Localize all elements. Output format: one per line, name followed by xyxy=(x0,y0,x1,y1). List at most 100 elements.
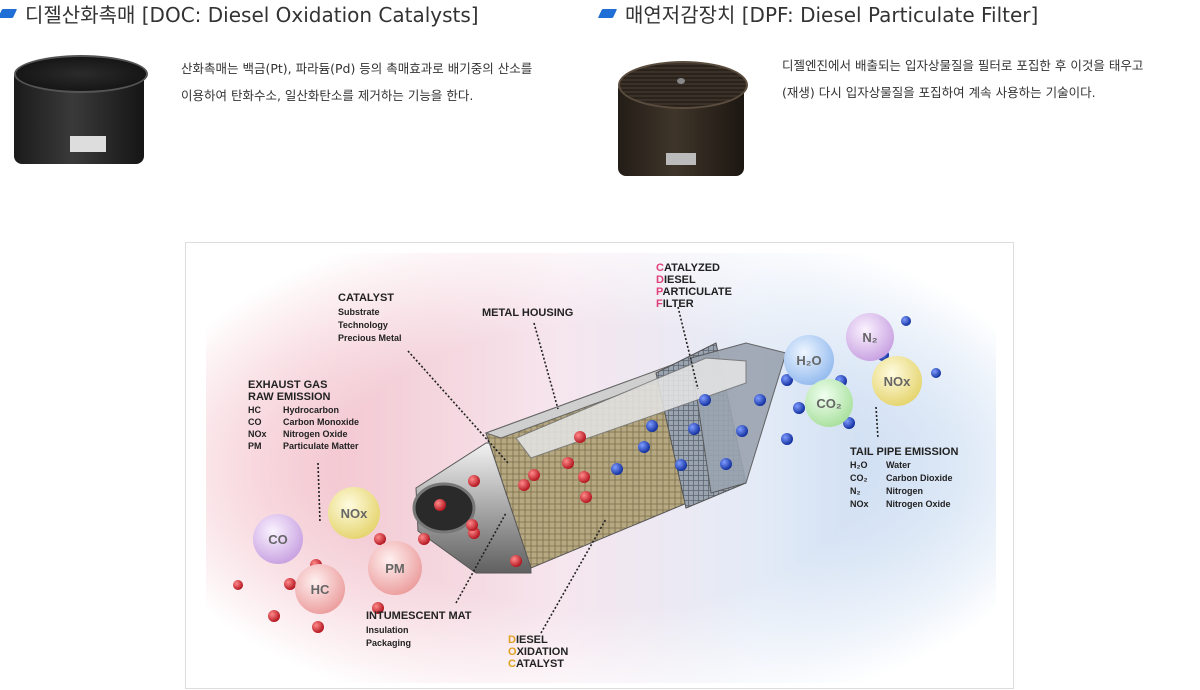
doc-heading: 디젤산화촉매 [DOC: Diesel Oxidation Catalysts] xyxy=(0,0,479,27)
blue-particle xyxy=(688,423,700,435)
red-particle xyxy=(372,602,384,614)
red-particle xyxy=(434,499,446,511)
exhaust-title-2: RAW EMISSION xyxy=(248,391,331,403)
tailpipe-row-1-code: H₂O xyxy=(850,460,868,470)
cdpf-rest-p: ARTICULATE xyxy=(663,286,732,298)
dpf-title: 매연저감장치 [DPF: Diesel Particulate Filter] xyxy=(625,2,1039,27)
dpf-section: 매연저감장치 [DPF: Diesel Particulate Filter] … xyxy=(597,0,1200,190)
doc-photo xyxy=(0,41,161,182)
doc-letter-d: D xyxy=(508,634,516,646)
red-particle xyxy=(528,469,540,481)
blue-particle xyxy=(675,459,687,471)
cdpf-letter-d: D xyxy=(656,274,664,286)
cdpf-letter-f: F xyxy=(656,298,663,310)
catalyst-title: CATALYST xyxy=(338,292,394,304)
red-particles xyxy=(233,431,592,633)
exhaust-row-4-code: PM xyxy=(248,441,262,451)
diagram-canvas: CO NOx HC PM H₂O N₂ NOx CO₂ xyxy=(206,253,996,683)
red-particle xyxy=(562,457,574,469)
bubble-nox-out: NOx xyxy=(872,356,922,406)
callout-lines xyxy=(317,306,879,634)
tailpipe-row-3-name: Nitrogen xyxy=(886,486,923,496)
dpf-canister-label xyxy=(666,153,696,165)
exhaust-row-4-name: Particulate Matter xyxy=(283,441,359,451)
catalyst-label: CATALYST Substrate Technology Precious M… xyxy=(338,292,402,343)
exhaust-row-1-code: HC xyxy=(248,405,261,415)
doc-rest-d: IESEL xyxy=(516,634,548,646)
tailpipe-row-1-name: Water xyxy=(886,460,911,470)
bubble-n2: N₂ xyxy=(846,313,894,361)
cdpf-rest-d: IESEL xyxy=(664,274,696,286)
cdpf-letter-p: P xyxy=(656,286,663,298)
exhaust-gas-label: EXHAUST GAS RAW EMISSION HC Hydrocarbon … xyxy=(248,379,359,451)
tailpipe-callout-line xyxy=(875,406,879,440)
dpf-description: 디젤엔진에서 배출되는 입자상물질을 필터로 포집한 후 이것을 태우고 (재생… xyxy=(782,58,1144,100)
exhaust-row-3-code: NOx xyxy=(248,429,267,439)
bubble-pm-label: PM xyxy=(385,561,405,576)
bubble-n2-label: N₂ xyxy=(862,330,877,345)
doc-rest-c: ATALYST xyxy=(516,658,564,670)
tailpipe-row-2-name: Carbon Dioxide xyxy=(886,473,953,483)
tailpipe-row-3-code: N₂ xyxy=(850,486,861,496)
blue-particle xyxy=(736,425,748,437)
doc-letter-c: C xyxy=(508,658,516,670)
dpf-canister-top xyxy=(618,61,748,109)
bubble-hc-label: HC xyxy=(311,582,330,597)
catalyst-line-3: Precious Metal xyxy=(338,333,402,343)
doc-canister-label xyxy=(70,136,106,152)
diesel-aftertreatment-diagram: CO NOx HC PM H₂O N₂ NOx CO₂ xyxy=(185,242,1014,689)
red-particle xyxy=(518,479,530,491)
red-particle xyxy=(580,491,592,503)
bubble-h2o: H₂O xyxy=(784,335,834,385)
bubble-pm: PM xyxy=(368,541,422,595)
bubble-hc: HC xyxy=(295,564,345,614)
dpf-photo xyxy=(600,41,761,182)
doc-letter-o: O xyxy=(508,646,517,658)
mat-line-1: Insulation xyxy=(366,625,409,635)
red-particle xyxy=(578,471,590,483)
mat-line-2: Packaging xyxy=(366,638,411,648)
red-particle xyxy=(268,610,280,622)
svg-text:FILTER: FILTER xyxy=(656,298,694,310)
catalyst-line-1: Substrate xyxy=(338,307,380,317)
doc-title: 디젤산화촉매 [DOC: Diesel Oxidation Catalysts] xyxy=(25,2,479,27)
red-particle xyxy=(574,431,586,443)
svg-text:OXIDATION: OXIDATION xyxy=(508,646,568,658)
red-particle xyxy=(510,555,522,567)
blue-particle xyxy=(781,374,793,386)
bubble-co: CO xyxy=(253,514,303,564)
doc-diagram-label: DIESEL OXIDATION CATALYST xyxy=(508,634,568,670)
title-bullet-icon xyxy=(0,8,18,18)
blue-particle xyxy=(638,441,650,453)
doc-description: 산화촉매는 백금(Pt), 파라듐(Pd) 등의 촉매효과로 배기중의 산소를 … xyxy=(181,61,533,103)
red-particle xyxy=(466,519,478,531)
bubble-co-label: CO xyxy=(268,532,288,547)
blue-particle xyxy=(699,394,711,406)
cdpf-label: CATALYZED DIESEL PARTICULATE FILTER xyxy=(656,262,732,310)
red-particle xyxy=(374,533,386,545)
cdpf-rest-f: ILTER xyxy=(663,298,694,310)
svg-text:DIESEL: DIESEL xyxy=(656,274,696,286)
bubble-nox-out-label: NOx xyxy=(884,374,912,389)
exhaust-row-3-name: Nitrogen Oxide xyxy=(283,429,348,439)
dpf-heading: 매연저감장치 [DPF: Diesel Particulate Filter] xyxy=(597,0,1039,27)
housing-callout-line xyxy=(533,322,559,410)
tailpipe-row-4-name: Nitrogen Oxide xyxy=(886,499,951,509)
svg-text:PARTICULATE: PARTICULATE xyxy=(656,286,732,298)
exhaust-row-2-name: Carbon Monoxide xyxy=(283,417,359,427)
blue-particle xyxy=(754,394,766,406)
exhaust-row-1-name: Hydrocarbon xyxy=(283,405,339,415)
svg-text:CATALYST: CATALYST xyxy=(508,658,564,670)
bubble-nox-in-label: NOx xyxy=(341,506,369,521)
blue-particle xyxy=(931,368,941,378)
mat-callout-line xyxy=(455,512,507,604)
catalyst-callout-line xyxy=(407,350,509,464)
svg-text:CATALYZED: CATALYZED xyxy=(656,262,720,274)
blue-particle xyxy=(843,417,855,429)
intumescent-mat-label: INTUMESCENT MAT Insulation Packaging xyxy=(366,610,472,648)
blue-particle xyxy=(646,420,658,432)
red-particle xyxy=(284,578,296,590)
doc-callout-line xyxy=(540,518,607,634)
red-particle xyxy=(233,580,243,590)
bubble-co2: CO₂ xyxy=(805,379,853,427)
